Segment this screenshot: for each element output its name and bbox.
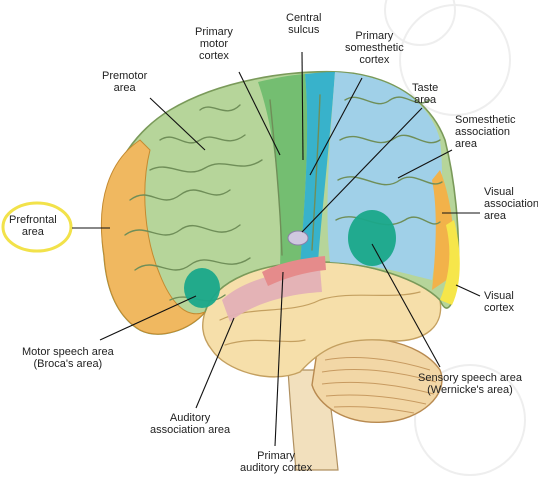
wernickes-area-region (348, 210, 396, 266)
label-prefrontal-area: Prefrontal area (9, 214, 57, 238)
label-auditory-association-area: Auditory association area (150, 412, 230, 436)
label-line: Visual (484, 290, 514, 302)
label-line: cortex (195, 50, 233, 62)
label-line: motor (195, 38, 233, 50)
label-line: (Broca's area) (22, 358, 114, 370)
label-visual-association-area: Visual association area (484, 186, 538, 222)
label-line: area (455, 138, 516, 150)
label-visual-cortex: Visual cortex (484, 290, 514, 314)
taste-area-region (288, 231, 308, 245)
label-line: area (9, 226, 57, 238)
label-line: Somesthetic (455, 114, 516, 126)
label-primary-somesthetic-cortex: Primary somesthetic cortex (345, 30, 404, 66)
label-line: Premotor (102, 70, 147, 82)
label-line: association (455, 126, 516, 138)
label-somesthetic-association-area: Somesthetic association area (455, 114, 516, 150)
label-line: Primary (345, 30, 404, 42)
label-line: Auditory (150, 412, 230, 424)
label-line: Primary (240, 450, 312, 462)
label-line: cortex (484, 302, 514, 314)
label-line: sulcus (286, 24, 321, 36)
label-line: Sensory speech area (418, 372, 522, 384)
label-line: auditory cortex (240, 462, 312, 474)
label-line: Taste (412, 82, 438, 94)
label-central-sulcus: Central sulcus (286, 12, 321, 36)
label-line: somesthetic (345, 42, 404, 54)
label-line: area (412, 94, 438, 106)
label-line: area (484, 210, 538, 222)
label-sensory-speech-area: Sensory speech area (Wernicke's area) (418, 372, 522, 396)
label-line: Primary (195, 26, 233, 38)
label-taste-area: Taste area (412, 82, 438, 106)
label-line: association (484, 198, 538, 210)
label-line: association area (150, 424, 230, 436)
label-motor-speech-area: Motor speech area (Broca's area) (22, 346, 114, 370)
label-line: cortex (345, 54, 404, 66)
label-premotor-area: Premotor area (102, 70, 147, 94)
label-line: area (102, 82, 147, 94)
label-line: Prefrontal (9, 214, 57, 226)
label-primary-auditory-cortex: Primary auditory cortex (240, 450, 312, 474)
label-primary-motor-cortex: Primary motor cortex (195, 26, 233, 62)
label-line: Central (286, 12, 321, 24)
label-line: (Wernicke's area) (418, 384, 522, 396)
brocas-area-region (184, 268, 220, 308)
label-line: Motor speech area (22, 346, 114, 358)
label-line: Visual (484, 186, 538, 198)
